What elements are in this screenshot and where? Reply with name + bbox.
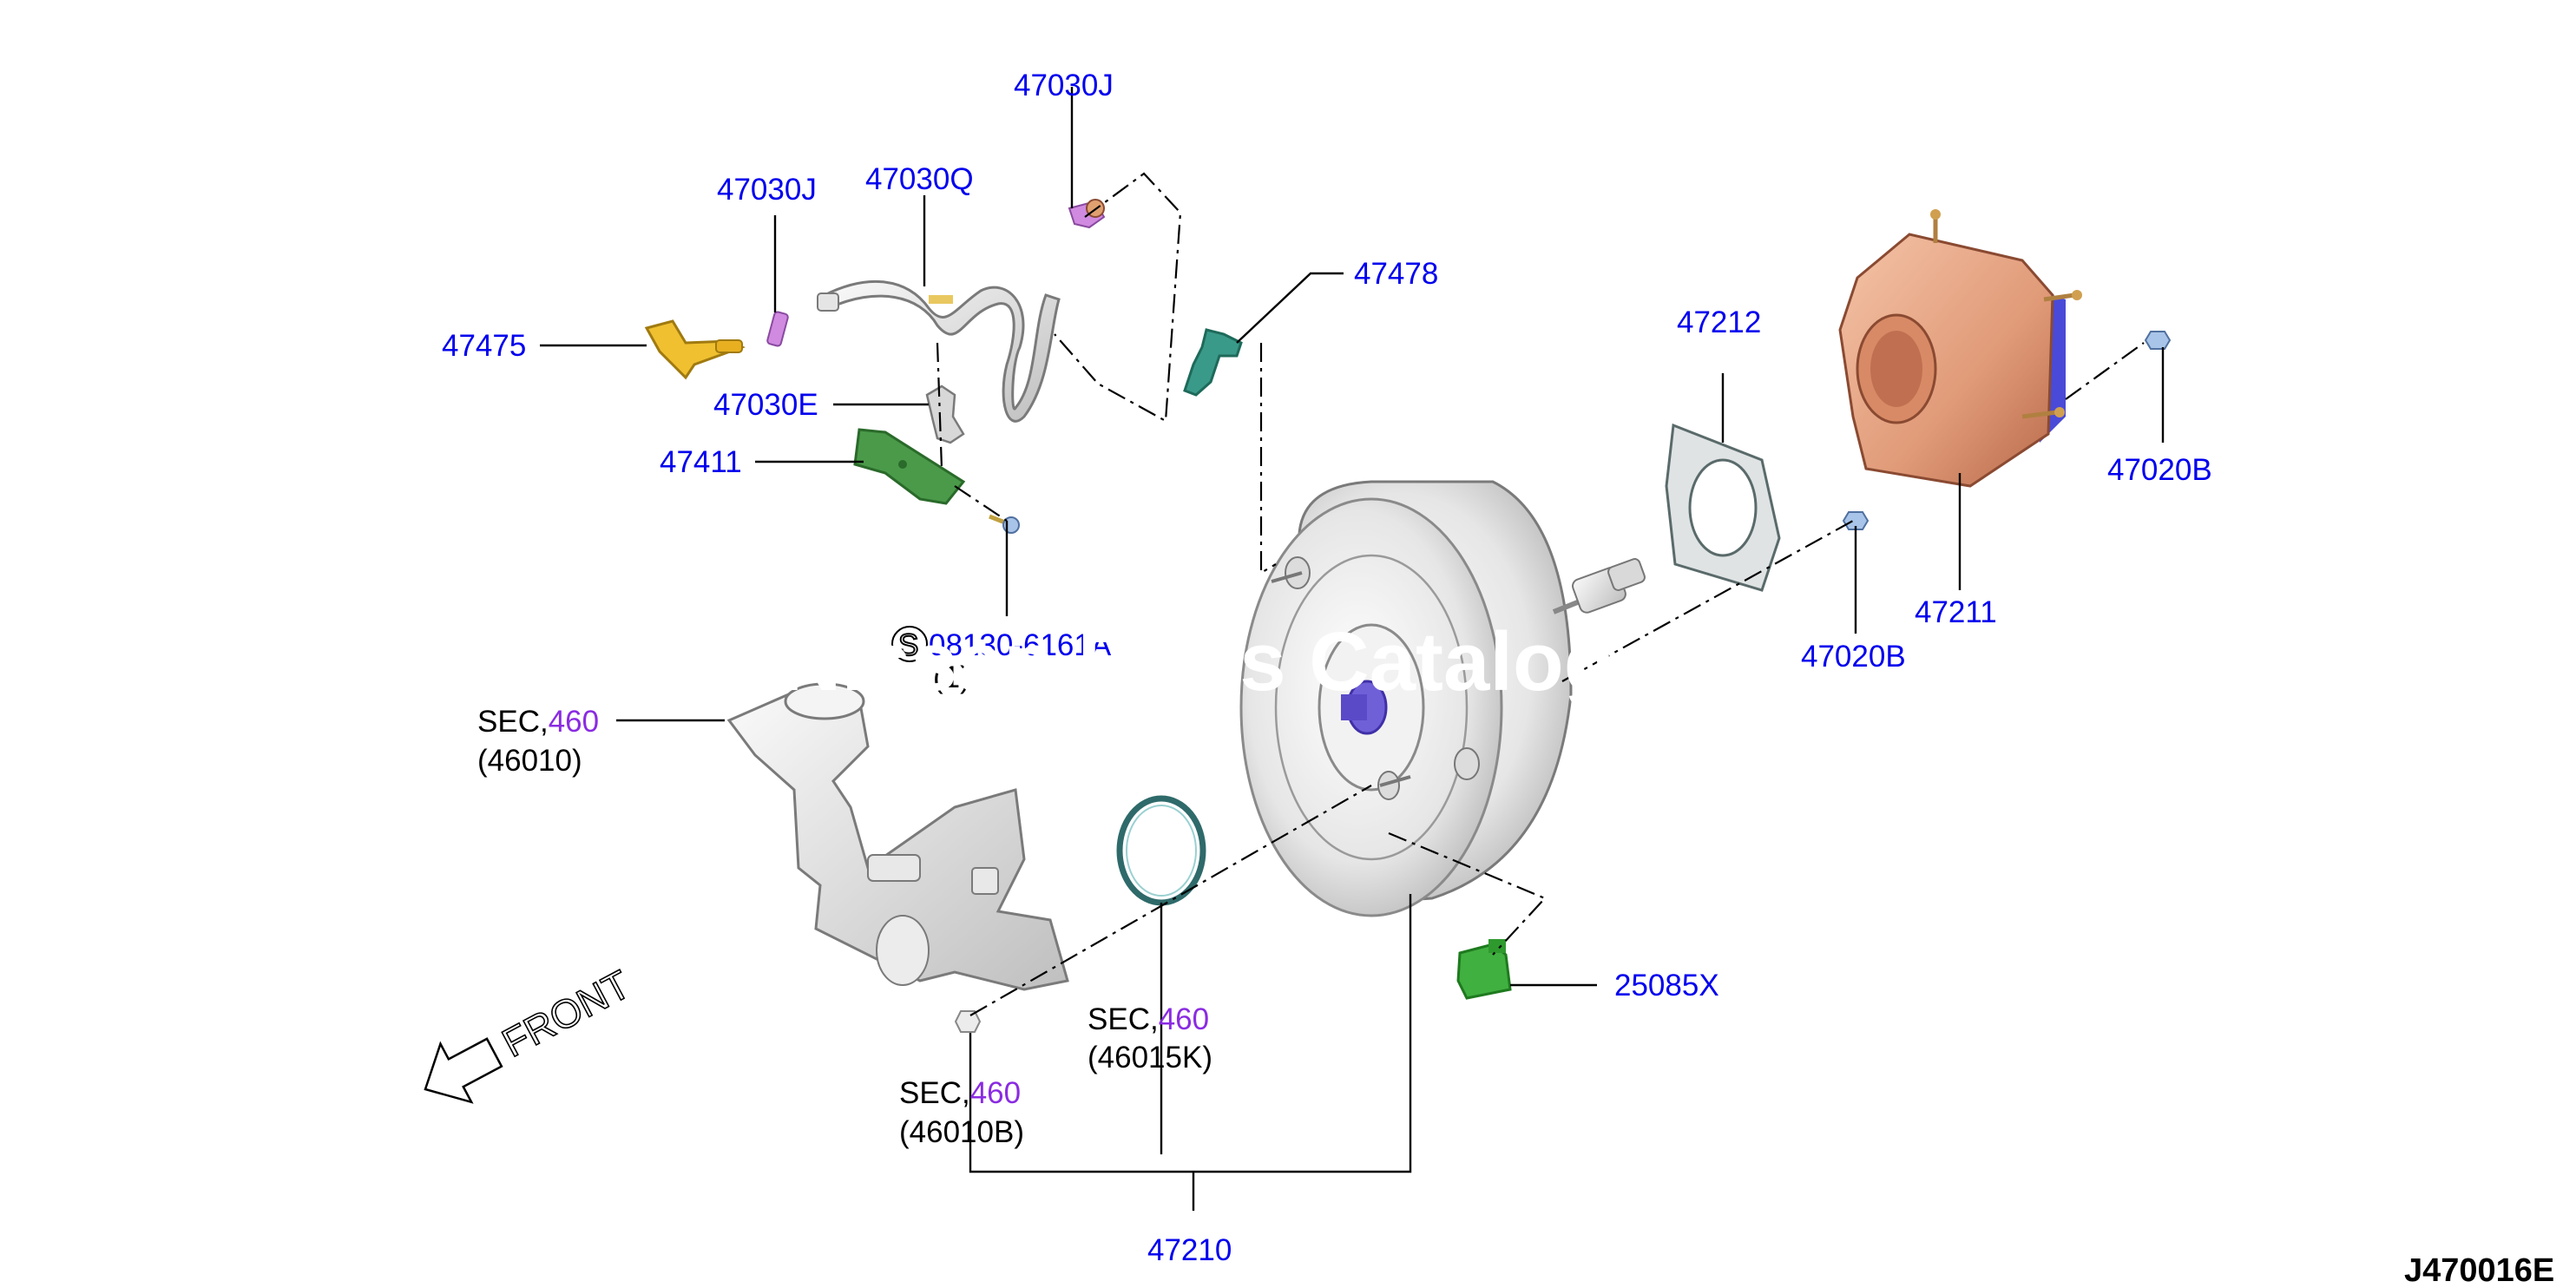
label-47212[interactable]: 47212: [1677, 306, 1761, 339]
check-valve[interactable]: [1183, 328, 1243, 397]
label-47478[interactable]: 47478: [1354, 257, 1438, 291]
gasket[interactable]: [1665, 423, 1781, 592]
booster-spacer[interactable]: [1838, 209, 2082, 488]
center-lines: [936, 172, 2145, 1016]
nut-right[interactable]: [2144, 331, 2172, 350]
nut-mid[interactable]: [1842, 511, 1870, 530]
label-sec-46015K[interactable]: SEC,460: [1088, 1002, 1209, 1036]
label-47030J-left[interactable]: 47030J: [717, 173, 817, 207]
label-47030E[interactable]: 47030E: [713, 388, 818, 422]
diagram-code: J470016E: [2404, 1252, 2554, 1288]
brake-booster[interactable]: [1239, 480, 1646, 917]
label-47030J-top[interactable]: 47030J: [1014, 69, 1114, 102]
label-46010B: (46010B): [899, 1115, 1024, 1149]
watermark: Nissan Parts Catalog: [781, 615, 1614, 708]
label-sec-46010B[interactable]: SEC,460: [899, 1076, 1021, 1110]
hose-clamp[interactable]: [925, 384, 965, 444]
label-sec-46010[interactable]: SEC,460: [477, 705, 599, 739]
screw-circle-icon: [891, 626, 928, 662]
pressure-sensor[interactable]: [1456, 939, 1512, 1000]
label-46010: (46010): [477, 744, 582, 778]
label-47211[interactable]: 47211: [1915, 595, 1997, 629]
label-25085X[interactable]: 25085X: [1614, 969, 1719, 1002]
label-08130-6161A[interactable]: 08130-6161A: [929, 628, 1112, 662]
label-47020B-right[interactable]: 47020B: [2107, 453, 2212, 487]
clip-top[interactable]: [1068, 199, 1106, 229]
screw-symbol-icon: S: [898, 628, 918, 662]
label-47020B-mid[interactable]: 47020B: [1801, 640, 1906, 674]
bolt[interactable]: [989, 514, 1020, 534]
clip-left[interactable]: [766, 311, 789, 347]
front-indicator: FRONT: [424, 961, 638, 1104]
label-47475[interactable]: 47475: [442, 329, 526, 363]
label-46015K: (46015K): [1088, 1041, 1212, 1074]
front-label: FRONT: [495, 961, 637, 1065]
front-arrow-icon: [424, 1037, 503, 1104]
leader-lines: [540, 87, 2165, 1211]
part-labels: 47030J 47030J 47030Q 47475 47030E 47411 …: [442, 69, 2212, 1267]
vacuum-hose[interactable]: [817, 279, 1061, 423]
label-08130-qty: (1): [933, 660, 970, 694]
label-47411[interactable]: 47411: [660, 445, 742, 479]
o-ring[interactable]: [1116, 795, 1206, 906]
nut-46010b[interactable]: [954, 1010, 982, 1033]
label-47210[interactable]: 47210: [1147, 1233, 1232, 1267]
hose-connector[interactable]: [644, 319, 746, 380]
master-cylinder[interactable]: [726, 682, 1069, 991]
hose-bracket[interactable]: [853, 428, 966, 505]
label-47030Q[interactable]: 47030Q: [865, 162, 974, 196]
